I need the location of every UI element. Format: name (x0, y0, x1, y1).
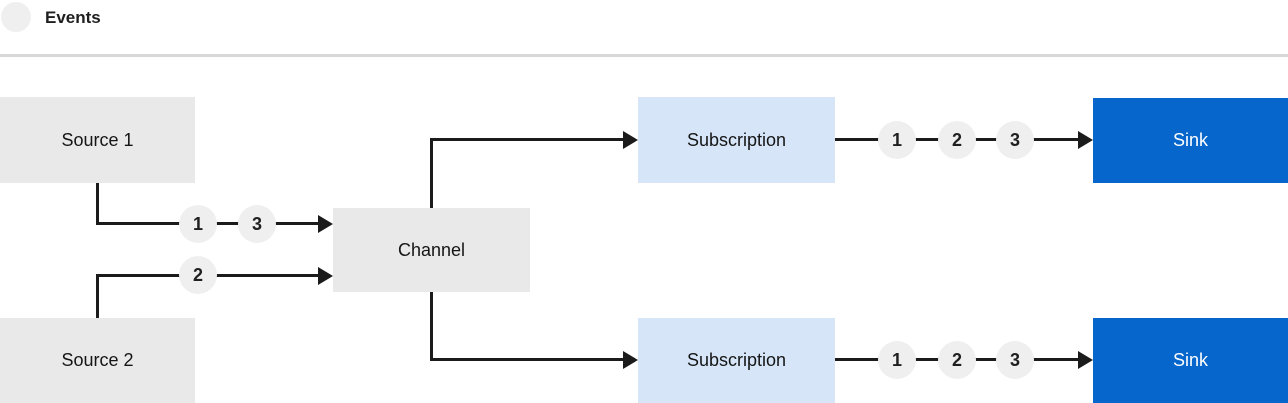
edge-channel-subscription-top-horizontal (430, 138, 623, 141)
node-source-2-label: Source 2 (61, 350, 134, 370)
event-marker: 1 (878, 121, 916, 159)
arrowhead-into-sink-top-icon (1078, 131, 1093, 149)
node-sink-bottom: Sink (1093, 318, 1288, 403)
node-sink-top-label: Sink (1172, 130, 1208, 150)
node-source-2: Source 2 (0, 318, 195, 403)
edge-channel-subscription-bottom-horizontal (430, 358, 623, 361)
arrowhead-into-subscription-bottom-icon (623, 351, 638, 369)
node-subscription-top-label: Subscription (686, 129, 787, 150)
node-source-1: Source 1 (0, 97, 195, 183)
edge-source2-channel-vertical (96, 274, 99, 318)
node-channel-label: Channel (397, 239, 466, 260)
event-marker: 2 (938, 121, 976, 159)
node-source-1-label: Source 1 (61, 129, 134, 150)
event-marker: 2 (179, 256, 217, 294)
event-marker: 3 (996, 341, 1034, 379)
node-subscription-bottom-label: Subscription (686, 350, 787, 370)
event-marker: 3 (996, 121, 1034, 159)
arrowhead-into-channel-top-icon (318, 215, 333, 233)
node-subscription-bottom: Subscription (638, 318, 835, 403)
arrowhead-into-channel-bottom-icon (318, 267, 333, 285)
edge-channel-subscription-top-vertical (430, 138, 433, 208)
event-marker: 2 (938, 341, 976, 379)
event-marker: 1 (878, 341, 916, 379)
node-sink-bottom-label: Sink (1172, 350, 1208, 370)
header-divider (0, 54, 1288, 57)
node-subscription-top: Subscription (638, 97, 835, 183)
events-legend-label: Events (45, 8, 101, 27)
arrowhead-into-sink-bottom-icon (1078, 351, 1093, 369)
events-legend-circle-icon (1, 2, 31, 32)
event-marker: 1 (179, 205, 217, 243)
edge-channel-subscription-bottom-vertical (430, 292, 433, 361)
event-marker: 3 (238, 205, 276, 243)
arrowhead-into-subscription-top-icon (623, 131, 638, 149)
node-channel: Channel (333, 208, 530, 292)
node-sink-top: Sink (1093, 98, 1288, 183)
edge-source1-channel-vertical (96, 183, 99, 225)
